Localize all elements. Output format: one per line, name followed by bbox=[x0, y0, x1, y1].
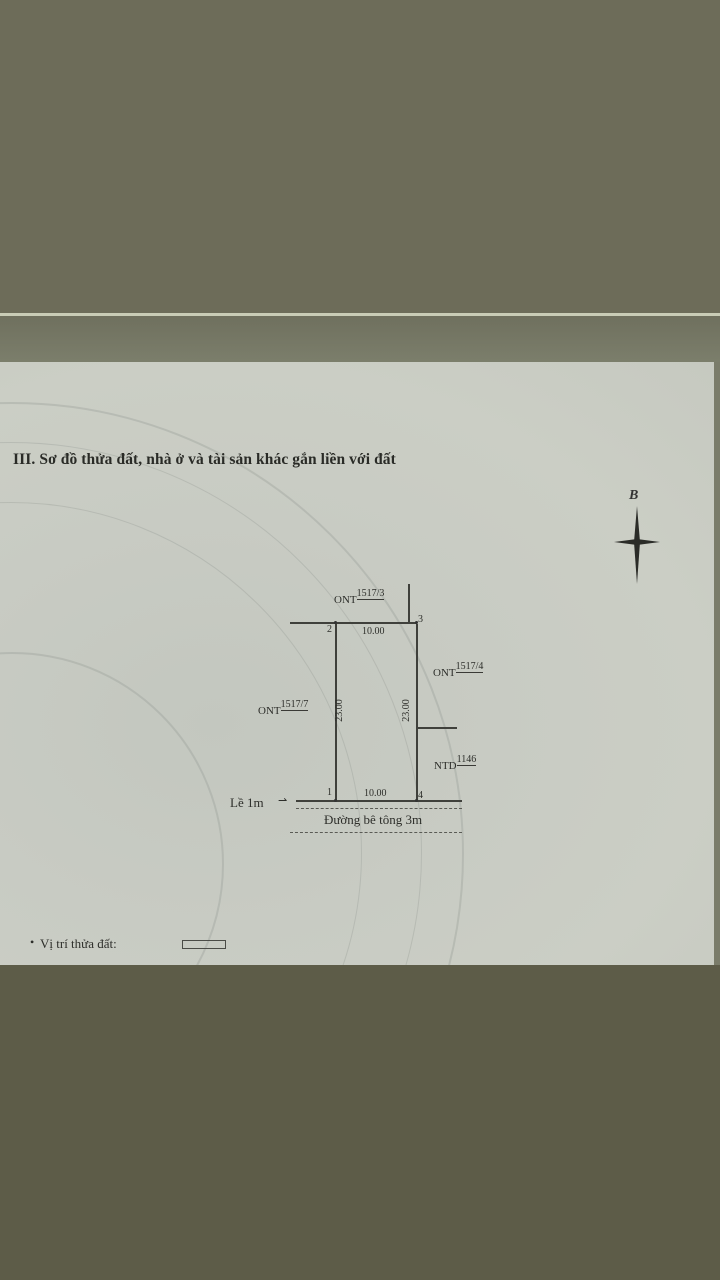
section-heading: III. Sơ đồ thửa đất, nhà ở và tài sản kh… bbox=[13, 451, 396, 468]
parcel-west-edge bbox=[335, 622, 337, 800]
parcel-number: 1517/4 bbox=[455, 661, 484, 673]
land-certificate-page: III. Sơ đồ thửa đất, nhà ở và tài sản kh… bbox=[0, 362, 714, 965]
north-boundary-line bbox=[290, 622, 417, 624]
south-boundary-line bbox=[296, 800, 462, 802]
neighbor-boundary-north bbox=[408, 584, 410, 622]
parcel-number: 1517/7 bbox=[280, 699, 309, 711]
photo-edge bbox=[0, 316, 720, 368]
land-type-code: ONT bbox=[258, 705, 281, 717]
screenshot-divider bbox=[0, 313, 720, 316]
parcel-number: 1517/3 bbox=[356, 588, 385, 600]
photo-background-top bbox=[0, 0, 720, 313]
neighbor-parcel-east-upper: ONT1517/4 bbox=[433, 661, 484, 679]
neighbor-boundary-east bbox=[417, 727, 457, 729]
corner-point bbox=[334, 799, 337, 802]
setback-arrow-icon: ⇀ bbox=[278, 795, 288, 807]
corner-point bbox=[415, 621, 418, 624]
right-edge-length: 23.00 bbox=[400, 699, 412, 722]
neighbor-parcel-west: ONT1517/7 bbox=[258, 699, 309, 717]
setback-line bbox=[296, 808, 462, 809]
land-type-code: NTD bbox=[434, 760, 457, 772]
bottom-edge-length: 10.00 bbox=[364, 788, 387, 799]
parcel-location-swatch bbox=[182, 940, 226, 949]
corner-point bbox=[334, 621, 337, 624]
left-edge-length: 23.00 bbox=[333, 699, 345, 722]
legend-label: Vị trí thửa đất: bbox=[40, 936, 117, 951]
parcel-number: 1146 bbox=[456, 754, 477, 766]
road-edge-line bbox=[290, 832, 462, 833]
parcel-east-edge bbox=[416, 624, 418, 800]
paper-edge bbox=[712, 362, 720, 965]
land-type-code: ONT bbox=[334, 594, 357, 606]
setback-label: Lề 1m bbox=[230, 795, 264, 810]
neighbor-parcel-north: ONT1517/3 bbox=[334, 588, 385, 606]
corner-label-2: 2 bbox=[327, 624, 332, 635]
corner-label-3: 3 bbox=[418, 614, 423, 625]
photo-background-bottom bbox=[0, 965, 720, 1280]
legend-bullet: • bbox=[30, 935, 35, 949]
land-type-code: ONT bbox=[433, 667, 456, 679]
corner-label-1: 1 bbox=[327, 787, 332, 798]
top-edge-length: 10.00 bbox=[362, 626, 385, 637]
compass-rose-icon: B bbox=[612, 488, 662, 588]
north-label: B bbox=[629, 488, 639, 503]
corner-point bbox=[415, 799, 418, 802]
road-label: Đường bê tông 3m bbox=[324, 812, 423, 827]
corner-label-4: 4 bbox=[418, 790, 423, 801]
neighbor-parcel-east-lower: NTD1146 bbox=[434, 754, 477, 772]
